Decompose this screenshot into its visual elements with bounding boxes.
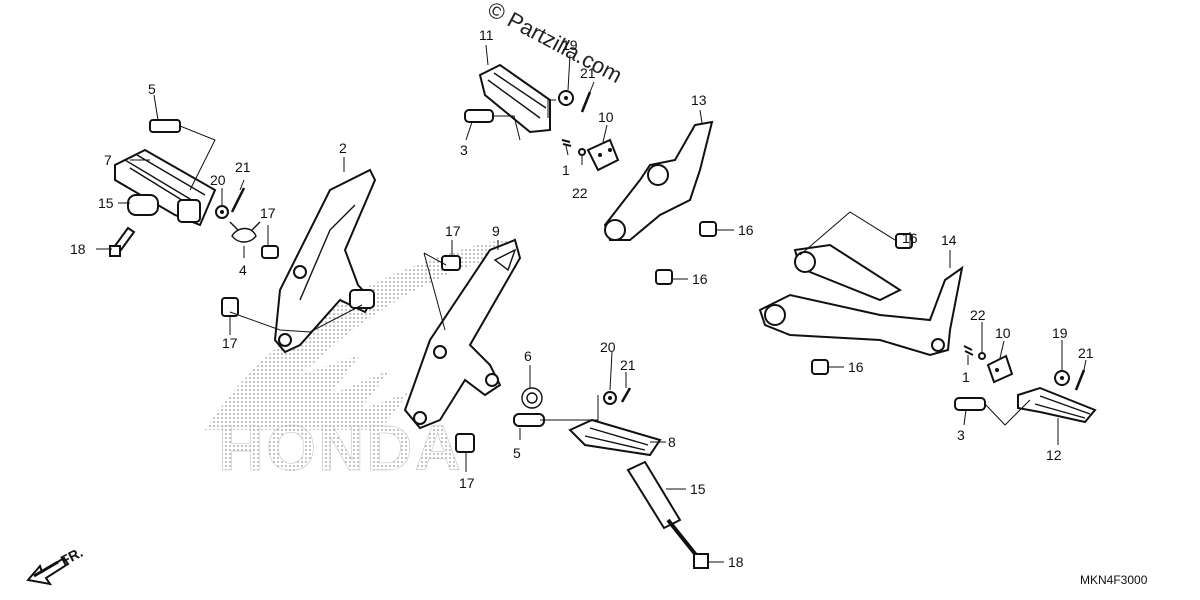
callout-21-left: 21 bbox=[235, 159, 251, 175]
callout-21-right: 21 bbox=[1078, 345, 1094, 361]
callout-16-d: 16 bbox=[848, 359, 864, 375]
callout-16-b: 16 bbox=[692, 271, 708, 287]
callout-8: 8 bbox=[668, 434, 676, 450]
callout-19-upper: 19 bbox=[562, 37, 578, 53]
plate-10-upper[interactable] bbox=[586, 138, 620, 172]
callout-18-left: 18 bbox=[70, 241, 86, 257]
callout-20-left: 20 bbox=[210, 172, 226, 188]
bolt-5-center[interactable] bbox=[513, 413, 545, 427]
callout-19-right: 19 bbox=[1052, 325, 1068, 341]
bolt-17-d[interactable] bbox=[455, 433, 475, 453]
callout-15-left: 15 bbox=[98, 195, 114, 211]
washer-20-center[interactable] bbox=[603, 391, 617, 405]
callout-15-center: 15 bbox=[690, 481, 706, 497]
bracket-9[interactable] bbox=[403, 238, 522, 430]
footpeg-8[interactable] bbox=[568, 418, 662, 457]
washer-19-upper[interactable] bbox=[558, 90, 574, 106]
spring-4[interactable] bbox=[229, 221, 261, 243]
callout-7: 7 bbox=[104, 152, 112, 168]
spring-6[interactable] bbox=[521, 387, 543, 409]
bolt-17-c[interactable] bbox=[441, 255, 461, 271]
callouts: 5 7 15 18 20 21 4 17 17 2 17 9 17 6 5 20… bbox=[70, 27, 1094, 570]
callout-12: 12 bbox=[1046, 447, 1062, 463]
callout-21-center: 21 bbox=[620, 357, 636, 373]
collar-15-left[interactable] bbox=[127, 194, 159, 216]
footpeg-7[interactable] bbox=[114, 148, 217, 227]
bolt-16-d[interactable] bbox=[811, 359, 829, 375]
front-direction-arrow-icon: FR. bbox=[26, 544, 85, 586]
callout-16-c: 16 bbox=[902, 230, 918, 246]
bracket-14[interactable] bbox=[758, 243, 964, 357]
leader-lines bbox=[96, 44, 1087, 563]
pin-21-center[interactable] bbox=[620, 387, 632, 403]
collar-15-center[interactable] bbox=[626, 460, 682, 530]
bracket-13[interactable] bbox=[603, 120, 714, 241]
callout-3-right: 3 bbox=[957, 427, 965, 443]
callout-20-center: 20 bbox=[600, 339, 616, 355]
bolt-3-right[interactable] bbox=[954, 397, 986, 411]
bolt-17-a[interactable] bbox=[261, 245, 279, 259]
callout-10-right: 10 bbox=[995, 325, 1011, 341]
plate-10-right[interactable] bbox=[986, 354, 1014, 384]
bolt-5-left[interactable] bbox=[149, 119, 181, 133]
callout-22-right: 22 bbox=[970, 307, 986, 323]
callout-4: 4 bbox=[239, 262, 247, 278]
callout-11: 11 bbox=[479, 27, 494, 43]
footpeg-11[interactable] bbox=[478, 63, 551, 134]
callout-16-a: 16 bbox=[738, 222, 754, 238]
callout-17-a: 17 bbox=[260, 205, 276, 221]
ball-22-right[interactable] bbox=[978, 352, 986, 360]
callout-14: 14 bbox=[941, 232, 957, 248]
callout-17-b: 17 bbox=[222, 335, 238, 351]
callout-17-d: 17 bbox=[459, 475, 475, 491]
pin-21-left[interactable] bbox=[230, 187, 246, 213]
bolt-16-b[interactable] bbox=[655, 269, 673, 285]
callout-1-right: 1 bbox=[962, 369, 970, 385]
ball-22-upper[interactable] bbox=[578, 148, 586, 156]
bolt-16-c[interactable] bbox=[895, 233, 913, 249]
callout-3-upper: 3 bbox=[460, 142, 468, 158]
callout-1-upper: 1 bbox=[562, 162, 570, 178]
bolt-17-b[interactable] bbox=[221, 297, 239, 317]
callout-21-upper: 21 bbox=[580, 65, 596, 81]
bolt-16-a[interactable] bbox=[699, 221, 717, 237]
pin-21-upper[interactable] bbox=[580, 91, 592, 113]
callout-17-c: 17 bbox=[445, 223, 461, 239]
callout-6: 6 bbox=[524, 348, 532, 364]
spring-1-upper[interactable] bbox=[561, 139, 572, 147]
callout-2: 2 bbox=[339, 140, 347, 156]
footpeg-12[interactable] bbox=[1017, 386, 1097, 424]
bolt-18-center[interactable] bbox=[666, 518, 709, 569]
callout-10-upper: 10 bbox=[598, 109, 614, 125]
callout-9: 9 bbox=[492, 223, 500, 239]
washer-19-right[interactable] bbox=[1054, 370, 1070, 386]
bolt-3-upper[interactable] bbox=[464, 109, 494, 123]
callout-13: 13 bbox=[691, 92, 707, 108]
callout-5-center: 5 bbox=[513, 445, 521, 461]
bracket-2[interactable] bbox=[273, 168, 377, 354]
spring-1-right[interactable] bbox=[963, 345, 974, 356]
washer-20-left[interactable] bbox=[215, 205, 229, 219]
callout-18-center: 18 bbox=[728, 554, 744, 570]
bolt-18-left[interactable] bbox=[109, 226, 136, 257]
pin-21-right[interactable] bbox=[1074, 369, 1086, 391]
diagram-code: MKN4F3000 bbox=[1080, 573, 1148, 587]
callout-22-upper: 22 bbox=[572, 185, 588, 201]
callout-5-left: 5 bbox=[148, 81, 156, 97]
